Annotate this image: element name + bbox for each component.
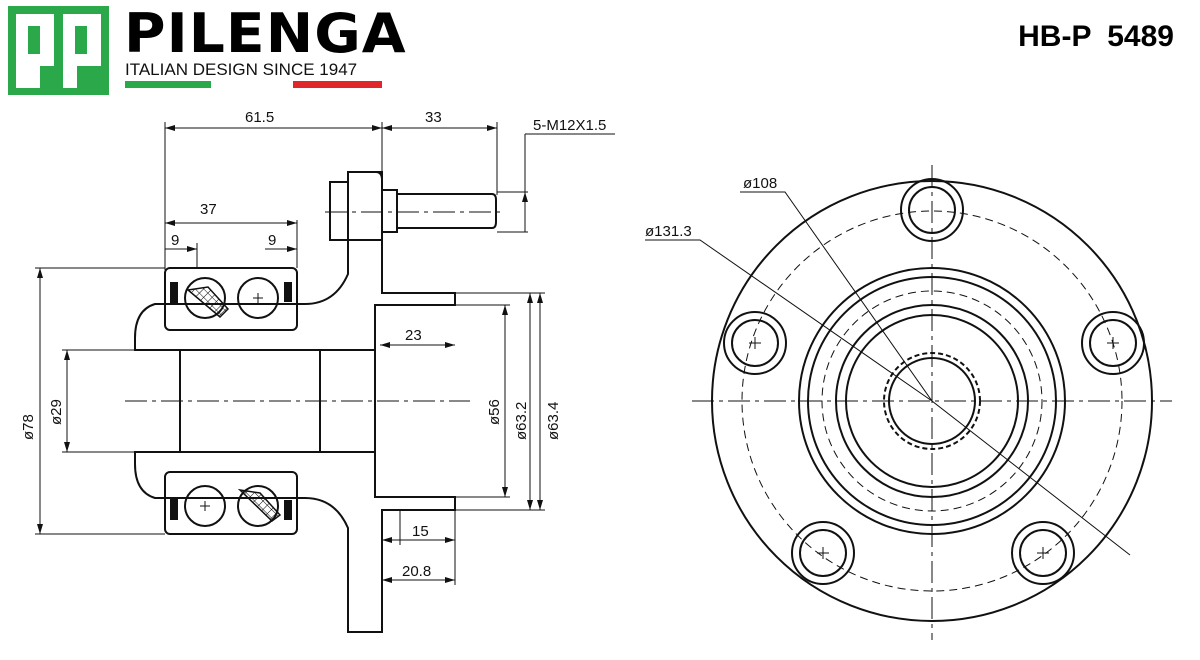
dim-9-right: 9 — [268, 232, 276, 249]
front-view: ø108 ø131.3 — [645, 165, 1172, 640]
brand-tagline: ITALIAN DESIGN SINCE 1947 — [125, 60, 358, 79]
dim-61-5: 61.5 — [245, 109, 274, 126]
stud-head — [329, 171, 383, 241]
section-view: 61.5 33 5-M12X1.5 37 9 9 23 15 20.8 ø78 … — [20, 109, 615, 633]
dim-20-8: 20.8 — [402, 563, 431, 580]
dim-phi29: ø29 — [48, 399, 65, 425]
dim-phi78: ø78 — [20, 414, 37, 440]
bolt-hole — [1011, 521, 1075, 585]
italy-green-stripe — [125, 81, 211, 88]
dim-37: 37 — [200, 201, 217, 218]
bearing-outer-ring-upper — [164, 267, 298, 331]
bearing-ball — [237, 485, 279, 527]
bearing-ball — [184, 485, 226, 527]
dim-phi56: ø56 — [486, 399, 503, 425]
bolt-hole — [1081, 311, 1145, 375]
bearing-ball — [184, 277, 226, 319]
dim-9-left: 9 — [171, 232, 179, 249]
bearing-outer-ring-lower — [164, 471, 298, 535]
bolt-hole — [791, 521, 855, 585]
qp-logo-icon — [16, 14, 101, 88]
logo-mark — [8, 6, 109, 95]
dim-phi63-2: ø63.2 — [513, 402, 530, 440]
dim-phi108: ø108 — [743, 175, 777, 192]
dim-stud-thread: 5-M12X1.5 — [533, 117, 606, 134]
pcd-circle — [741, 210, 1123, 592]
bearing-ball — [237, 277, 279, 319]
dim-15: 15 — [412, 523, 429, 540]
brand-name: PILENGA — [124, 2, 407, 65]
bolt-hole — [723, 311, 787, 375]
wheel-stud — [382, 189, 497, 233]
hub-body-lower — [134, 451, 456, 633]
part-number: HB-P 5489 — [1018, 20, 1174, 53]
dim-33: 33 — [425, 109, 442, 126]
hub-body-upper — [134, 171, 456, 351]
dim-phi63-4: ø63.4 — [545, 402, 562, 440]
italy-red-stripe — [293, 81, 382, 88]
dim-phi131-3: ø131.3 — [645, 223, 692, 240]
dim-23: 23 — [405, 327, 422, 344]
